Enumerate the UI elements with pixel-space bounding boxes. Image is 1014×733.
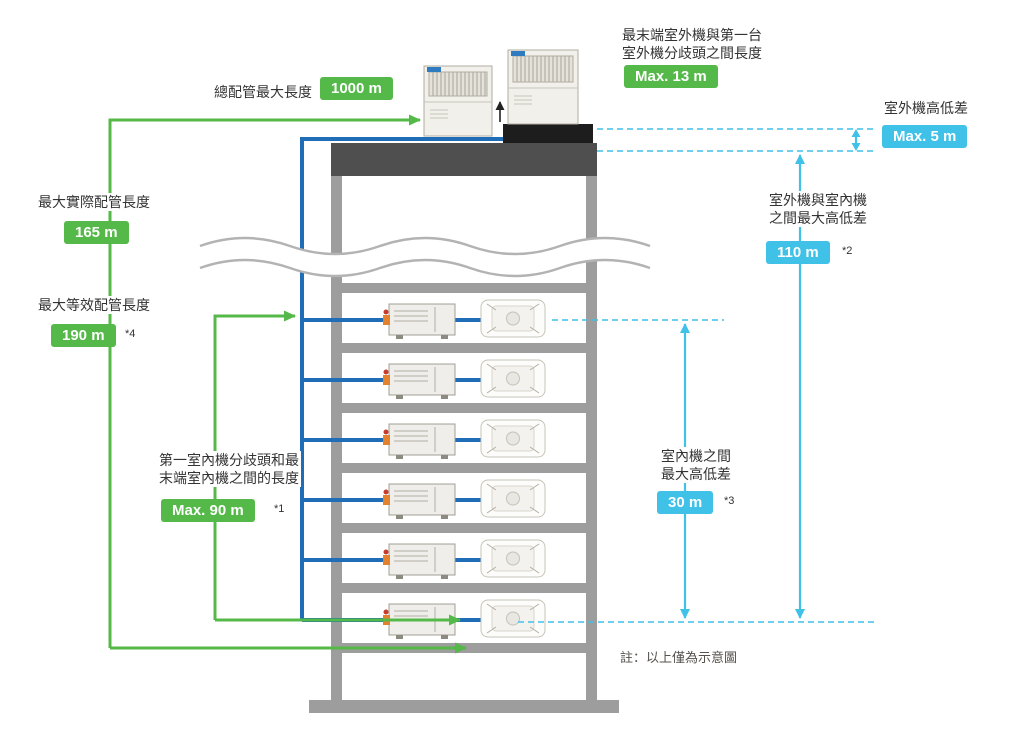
label-indoor-branch-line1: 第一室內機分歧頭和最	[159, 452, 299, 468]
label-max-equivalent-piping: 最大等效配管長度	[36, 296, 152, 314]
badge-indoor-height-value: 30 m	[657, 491, 714, 514]
label-outdoor-indoor-height-line2: 之間最大高低差	[769, 210, 867, 226]
badge-max-actual-piping-value: 165 m	[64, 221, 129, 244]
label-indoor-height-diff: 室內機之間 最大高低差	[648, 447, 744, 483]
footnote-indoor-height: *3	[724, 495, 735, 507]
label-indoor-branch-length: 第一室內機分歧頭和最 末端室內機之間的長度	[157, 451, 301, 487]
outdoor-unit-brand-logo	[427, 67, 441, 72]
footnote-equivalent-piping: *4	[125, 328, 136, 340]
badge-outdoor-indoor-height-value: 110 m	[766, 241, 830, 264]
footnote-outdoor-indoor-height: *2	[842, 245, 853, 257]
label-total-piping: 總配管最大長度	[214, 84, 312, 100]
label-outdoor-height-diff: 室外機高低差	[884, 100, 968, 116]
label-outdoor-branch-line2: 室外機分歧頭之間長度	[622, 45, 762, 61]
label-outdoor-branch-line1: 最末端室外機與第一台	[622, 27, 762, 43]
outdoor-unit-base	[503, 124, 593, 143]
outdoor-unit-left	[423, 65, 493, 137]
footnote-indoor-branch: *1	[274, 503, 285, 515]
building-frame	[309, 143, 619, 713]
badge-max-equivalent-piping-value: 190 m	[51, 324, 116, 347]
badge-outdoor-branch-value: Max. 13 m	[624, 65, 718, 88]
label-indoor-height-line2: 最大高低差	[661, 466, 731, 482]
roof-platform	[331, 143, 597, 176]
badge-outdoor-height-value: Max. 5 m	[882, 125, 968, 148]
outdoor-unit-brand-logo	[511, 51, 525, 56]
badge-indoor-branch-value: Max. 90 m	[161, 499, 255, 522]
label-max-actual-piping: 最大實際配管長度	[36, 193, 152, 211]
label-outdoor-branch: 最末端室外機與第一台 室外機分歧頭之間長度	[622, 26, 762, 62]
building-break-wave	[196, 236, 654, 278]
label-outdoor-indoor-height-line1: 室外機與室內機	[769, 192, 867, 208]
label-indoor-branch-line2: 末端室內機之間的長度	[159, 470, 299, 486]
badge-total-piping-value: 1000 m	[320, 77, 393, 100]
diagram-note: 註：以上僅為示意圖	[620, 650, 738, 665]
label-outdoor-indoor-height-diff: 室外機與室內機 之間最大高低差	[750, 191, 886, 227]
total-piping-line	[108, 114, 421, 648]
label-indoor-height-line1: 室內機之間	[661, 448, 731, 464]
outdoor-unit-right	[503, 49, 593, 143]
